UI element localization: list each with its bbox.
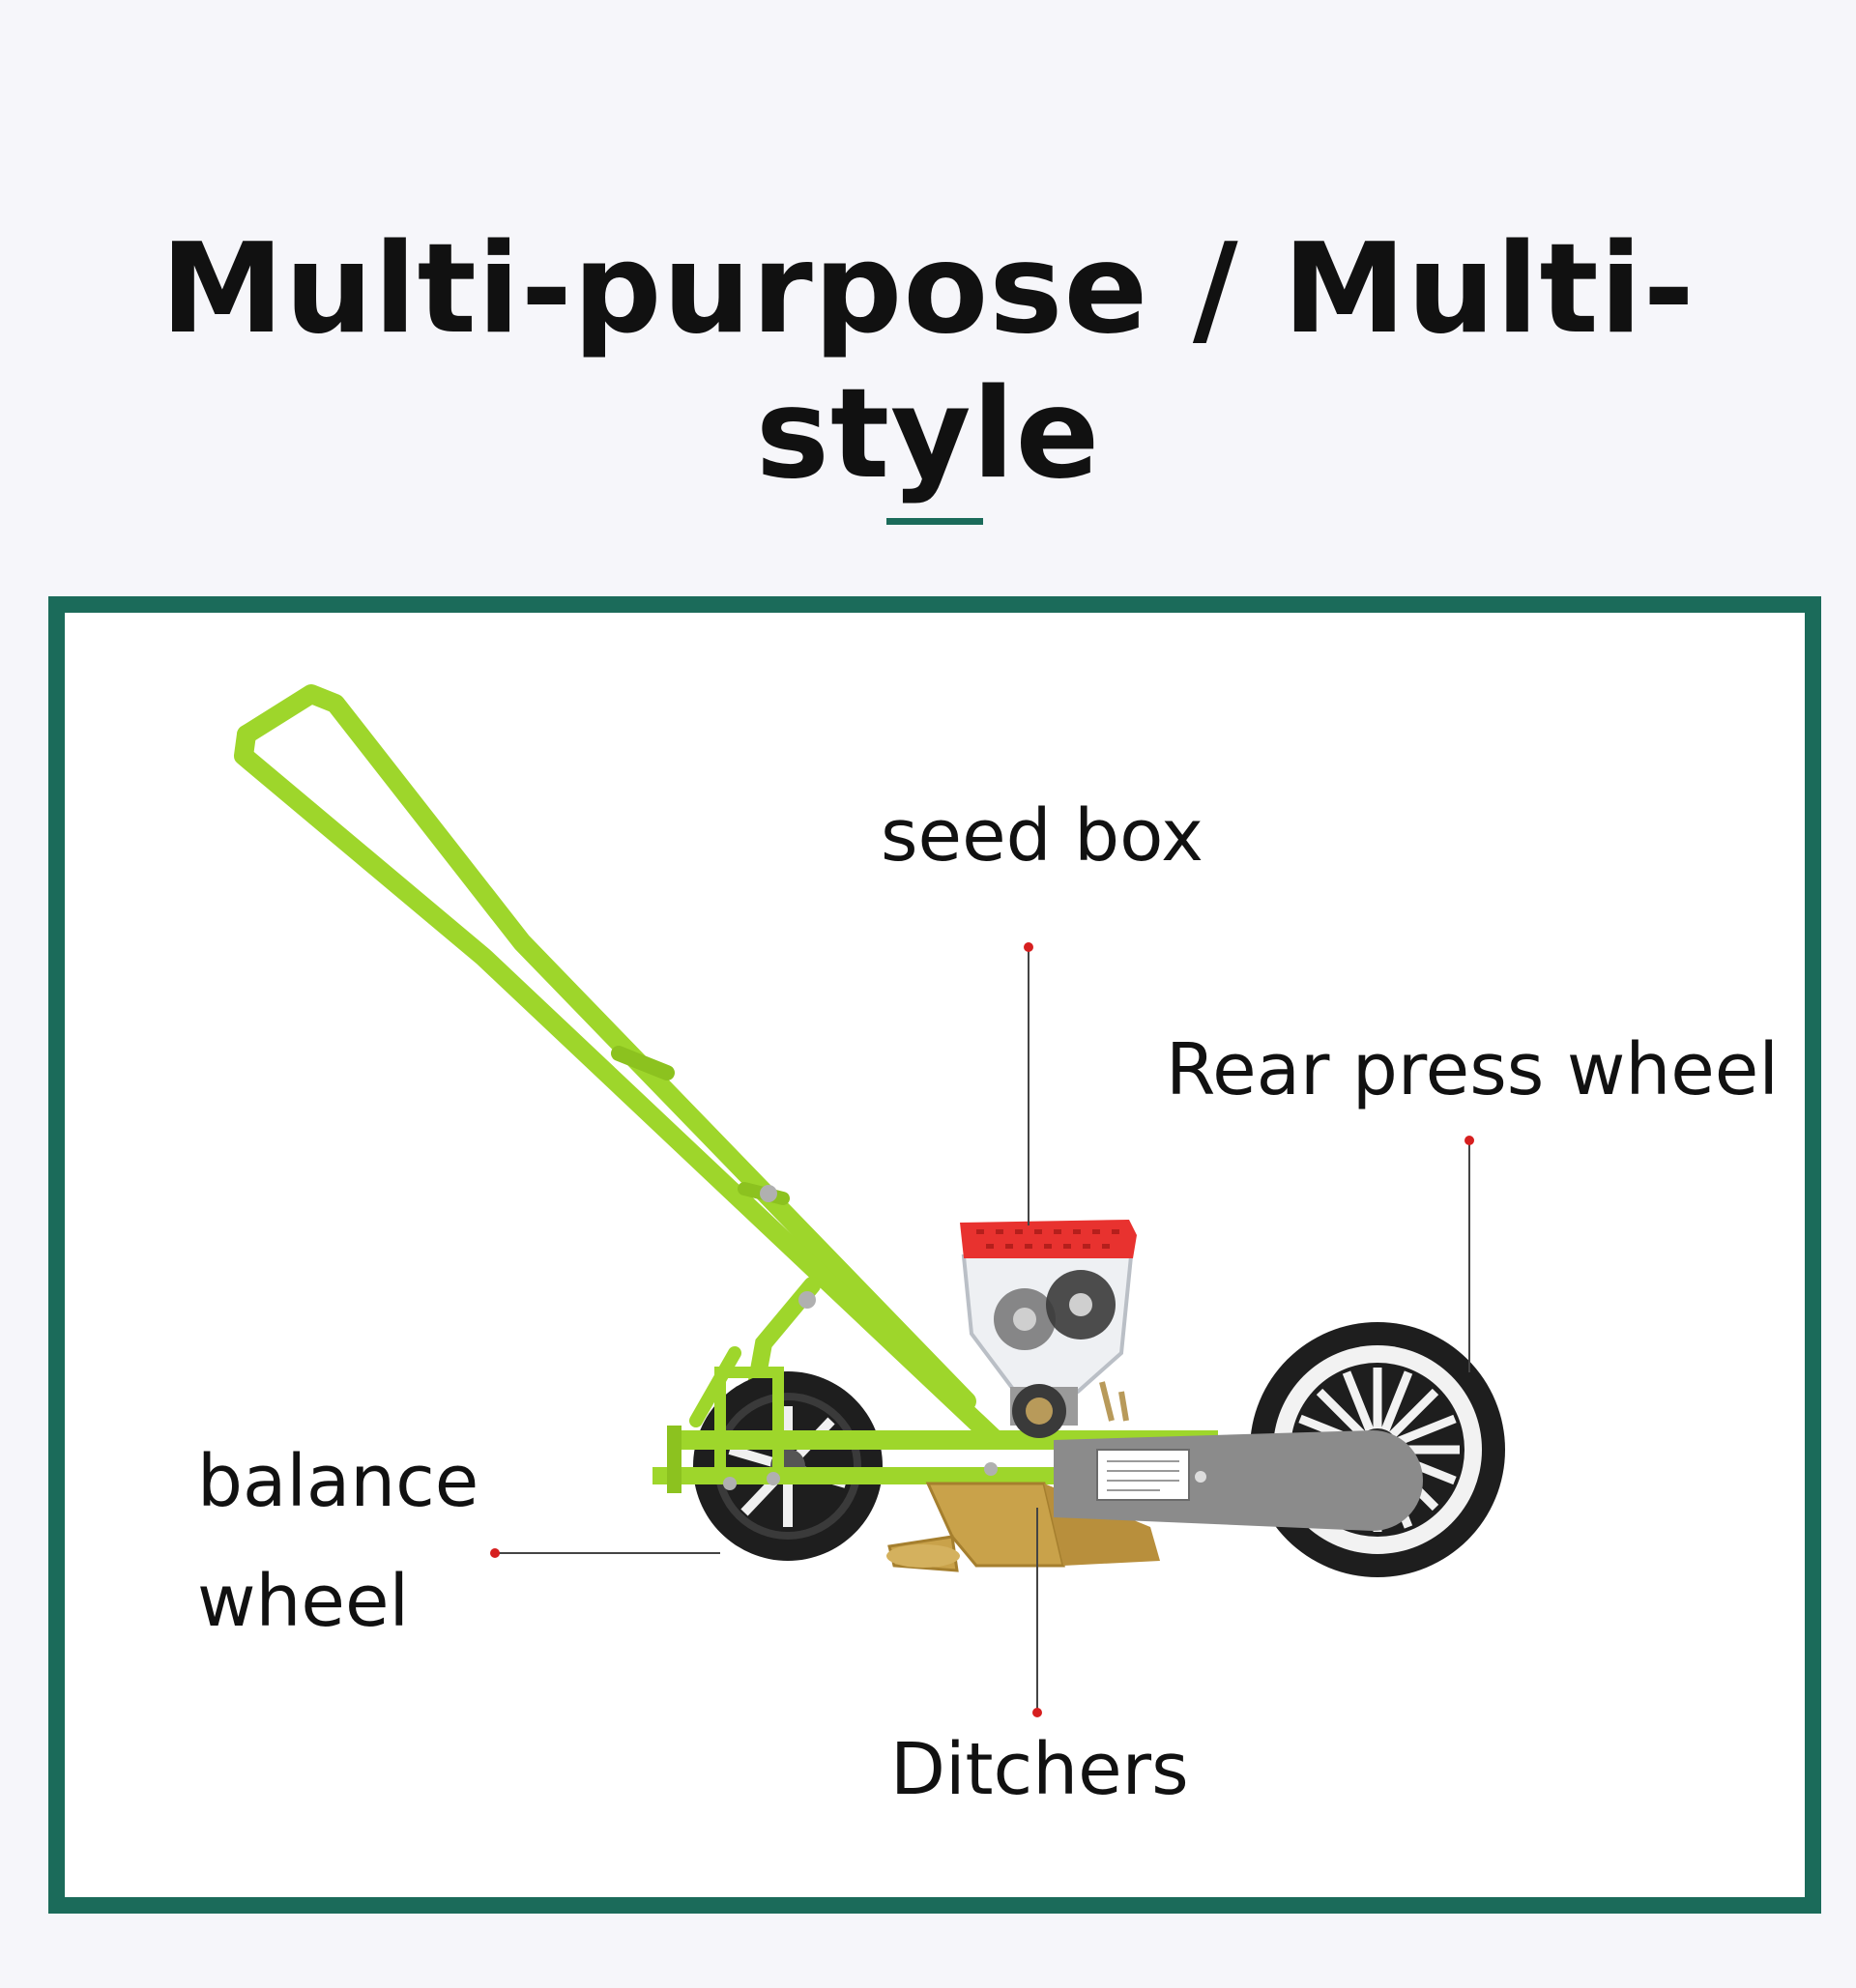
title-underline (886, 518, 983, 525)
handle-frame (234, 684, 1005, 1458)
leader-lines (490, 942, 1474, 1717)
diagram-frame (48, 596, 1821, 1914)
label-rear-press-wheel: Rear press wheel (1166, 1028, 1779, 1111)
label-balance-wheel-line2: wheel (197, 1560, 410, 1643)
page-title: Multi-purpose / Multi-style (160, 217, 1696, 506)
seed-box (960, 1220, 1137, 1438)
wheel-cover (1054, 1430, 1423, 1531)
label-ditchers: Ditchers (890, 1728, 1189, 1811)
label-balance-wheel-line1: balance (197, 1440, 479, 1523)
label-seed-box: seed box (881, 794, 1204, 878)
